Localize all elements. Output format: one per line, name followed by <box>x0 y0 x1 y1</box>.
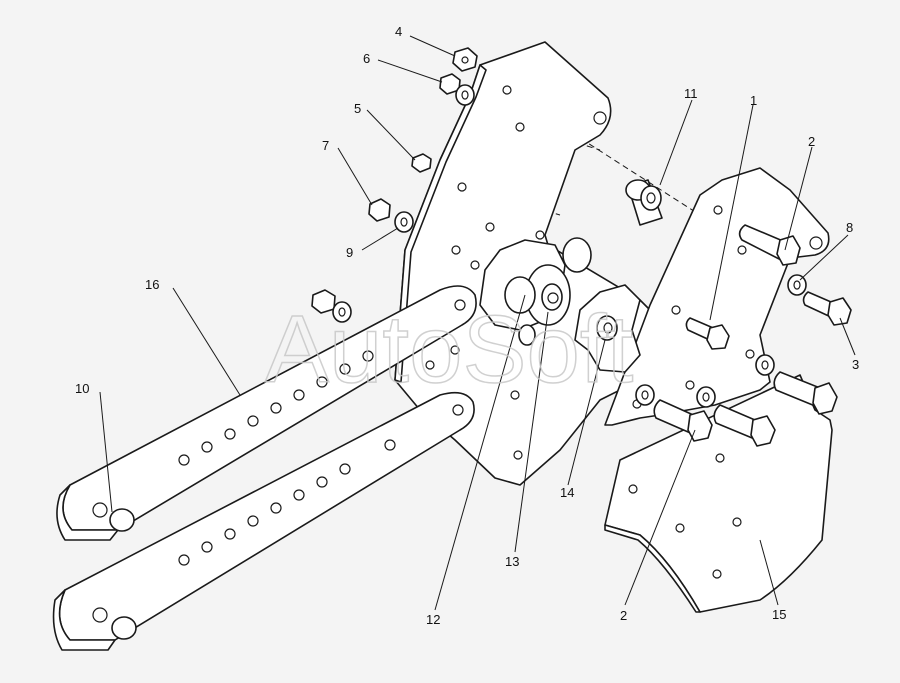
callout-16: 16 <box>145 277 159 292</box>
leader-lines <box>99 35 856 611</box>
callout-6: 6 <box>363 51 370 66</box>
star-washer-14 <box>574 284 641 373</box>
callout-9: 9 <box>346 245 353 260</box>
bushing-10-lower <box>111 616 137 640</box>
callout-2-upper: 2 <box>808 134 815 149</box>
watermark-text: AutoSoft <box>265 296 633 403</box>
washers-lower <box>635 384 716 408</box>
bolt-3 <box>802 291 852 326</box>
callout-13: 13 <box>505 554 519 569</box>
callout-numbers: 4 6 5 7 9 16 10 11 1 2 8 3 12 13 14 2 15 <box>75 24 859 627</box>
callout-11: 11 <box>684 86 698 101</box>
bolt-2-upper <box>738 224 801 266</box>
callout-3: 3 <box>852 357 859 372</box>
clamp-plate-15 <box>604 167 833 613</box>
nut-7 <box>368 198 391 222</box>
link-arm-upper-16 <box>56 285 477 541</box>
callout-8: 8 <box>846 220 853 235</box>
callout-2-lower: 2 <box>620 608 627 623</box>
nut-5 <box>411 153 432 173</box>
bushing-10-upper <box>109 508 135 532</box>
bushings-10 <box>109 508 137 640</box>
fasteners-left <box>311 47 478 323</box>
callout-14: 14 <box>560 485 574 500</box>
callout-7: 7 <box>322 138 329 153</box>
bolt-1 <box>685 317 730 350</box>
washer-8 <box>787 274 807 296</box>
callout-5: 5 <box>354 101 361 116</box>
bolts-right <box>635 224 852 447</box>
link-arm-lower <box>52 391 475 651</box>
callout-10: 10 <box>75 381 89 396</box>
callout-4: 4 <box>395 24 402 39</box>
callout-12: 12 <box>426 612 440 627</box>
washer-right-mid <box>755 354 775 376</box>
bolt-right-mid <box>773 371 838 415</box>
spacer-bushing-11 <box>625 179 663 226</box>
cam-disc-13 <box>479 237 592 346</box>
callout-1: 1 <box>750 93 757 108</box>
callout-15: 15 <box>772 607 786 622</box>
bolt-right-lower <box>713 404 776 447</box>
